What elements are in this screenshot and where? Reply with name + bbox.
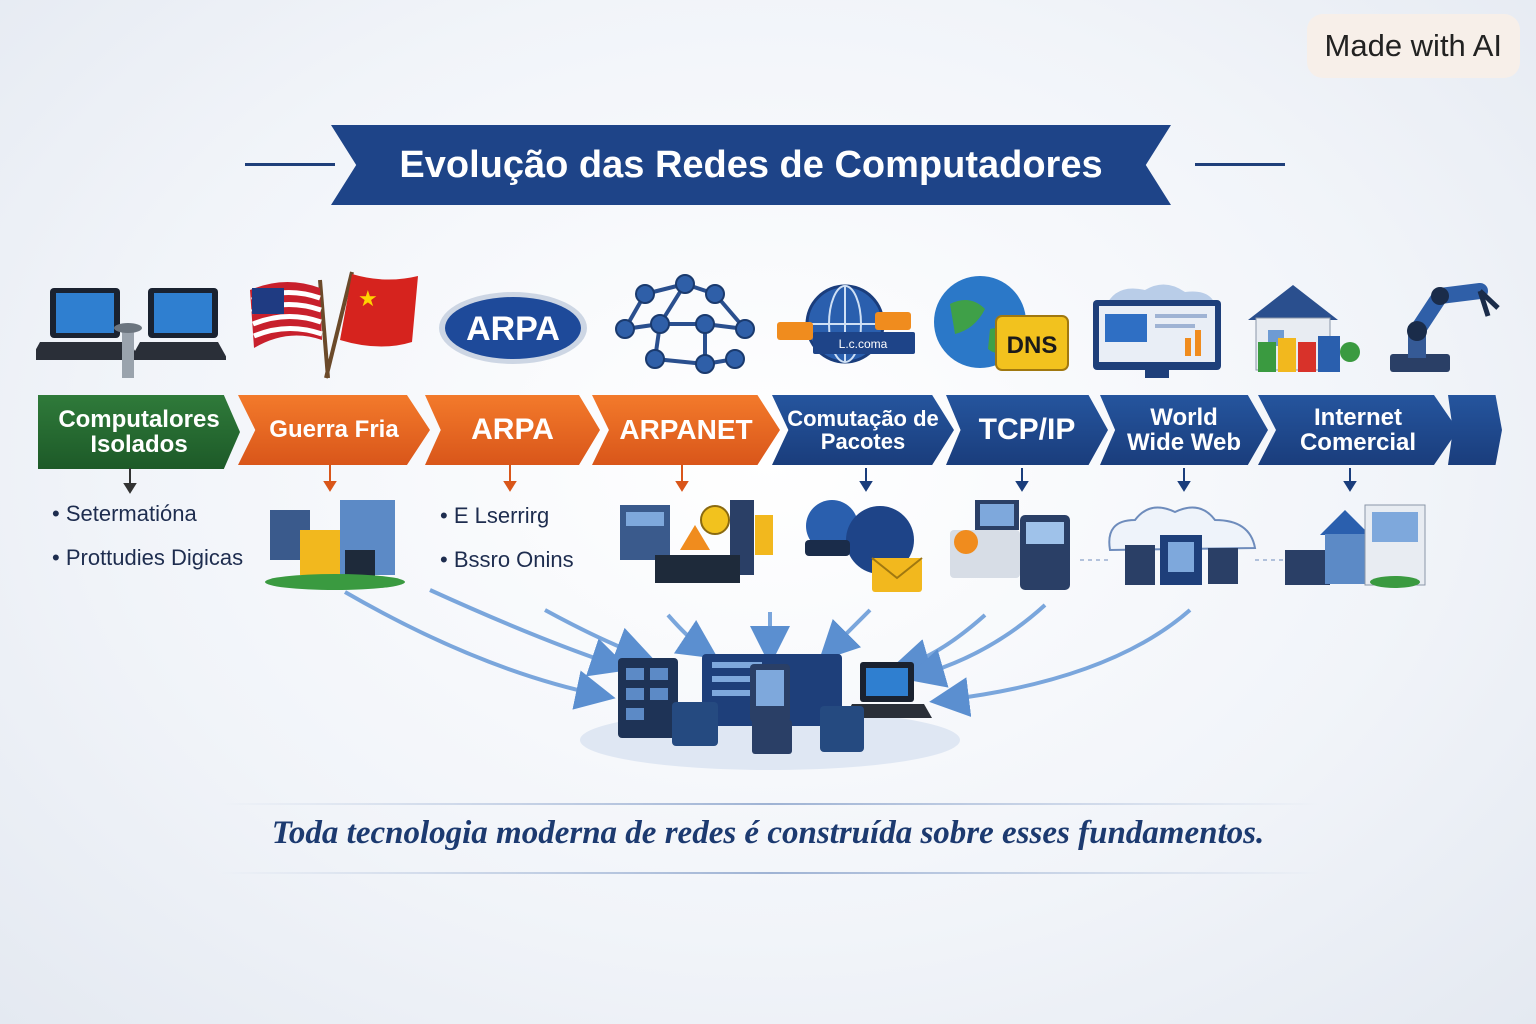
stage-guerra-fria: Guerra Fria (238, 395, 430, 465)
central-hardware-hub (580, 654, 960, 770)
globe-dns-icon: DNS (934, 276, 1069, 371)
commerce-house-icon (1248, 285, 1360, 372)
note-mid-2: Bssro Onins (440, 538, 574, 582)
down-arrows (123, 464, 1357, 494)
packet-email-icon (805, 500, 923, 592)
title-left-line (245, 163, 335, 166)
commercial-office-icon (1285, 504, 1426, 588)
arpanet-lab-icon (620, 500, 773, 583)
stage-internet-comercial: Internet Comercial (1258, 395, 1458, 465)
arpa-logo-text: ARPA (466, 310, 560, 348)
tcpip-devices-icon (950, 500, 1070, 590)
stage-comutacao-de-pacotes: Comutação de Pacotes (772, 395, 954, 465)
stage-tcp-ip: TCP/IP (946, 395, 1108, 465)
title-banner-group: Evolução das Redes de Computadores (245, 125, 1285, 205)
flags-icon: ★ (250, 271, 418, 379)
stage-illustrations-row (265, 500, 1426, 592)
dns-label: DNS (1007, 332, 1058, 359)
stage-arpa: ARPA (425, 395, 600, 465)
stage-arpanet: ARPANET (592, 395, 780, 465)
arpa-logo-icon: ARPA (439, 292, 587, 364)
globe-tag-text: L.c.coma (839, 337, 888, 351)
tagline-rule-top (220, 803, 1320, 805)
page-title: Evolução das Redes de Computadores (331, 125, 1171, 205)
note-left-2: Prottudies Digicas (52, 536, 243, 580)
stage-icons-row: ★ ARPA L.c.coma DNS (0, 270, 1536, 385)
note-mid-1: E Lserrirg (440, 494, 574, 538)
notes-mid: E Lserrirg Bssro Onins (440, 494, 574, 582)
svg-text:★: ★ (358, 287, 378, 312)
network-nodes-icon (615, 274, 755, 374)
title-right-line (1195, 163, 1285, 166)
stage-world-wide-web: World Wide Web (1100, 395, 1268, 465)
made-with-ai-badge: Made with AI (1306, 14, 1520, 78)
converging-arrows (343, 588, 1192, 717)
tagline: Toda tecnologia moderna de redes é const… (271, 815, 1265, 851)
notes-left: Setermatióna Prottudies Digicas (52, 492, 243, 580)
campus-buildings-icon (265, 500, 405, 590)
cloud-servers-icon (1080, 506, 1285, 585)
laptops-icon (36, 288, 226, 378)
timeline-end-arrow (1448, 395, 1502, 465)
robot-arm-icon (1390, 283, 1500, 372)
globe-packets-icon: L.c.coma (777, 284, 915, 364)
stage-computadores-isolados: Computalores Isolados (38, 395, 240, 469)
stage-timeline: Computalores Isolados Guerra Fria ARPA A… (0, 395, 1536, 470)
tagline-rule-bottom (220, 872, 1320, 874)
note-left-1: Setermatióna (52, 492, 243, 536)
web-monitor-icon (1093, 284, 1221, 378)
